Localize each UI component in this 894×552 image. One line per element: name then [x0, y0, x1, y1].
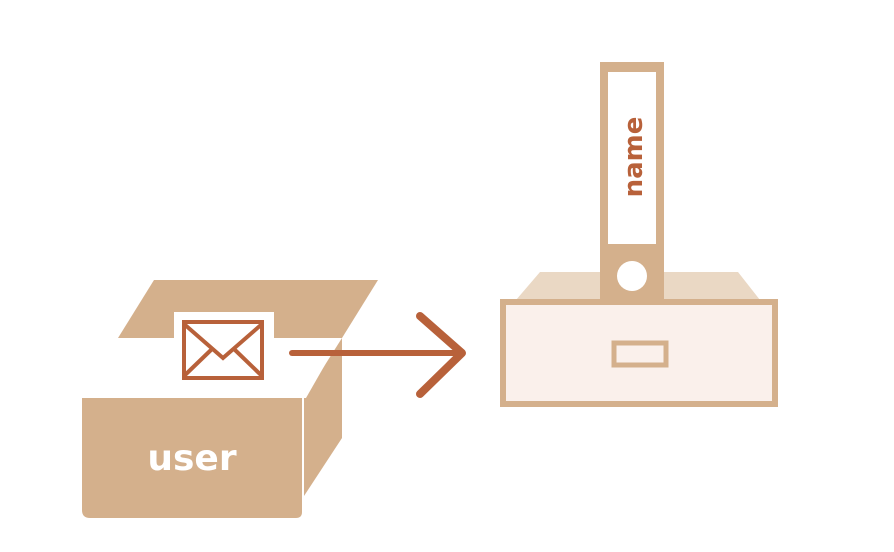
binder-label: name [619, 117, 649, 198]
binder: name [600, 62, 664, 300]
box-label: user [147, 438, 236, 479]
file-cabinet: name [503, 62, 775, 404]
drawer-handle [614, 343, 666, 365]
user-box: user [82, 280, 378, 518]
binder-ring-hole [617, 261, 647, 291]
